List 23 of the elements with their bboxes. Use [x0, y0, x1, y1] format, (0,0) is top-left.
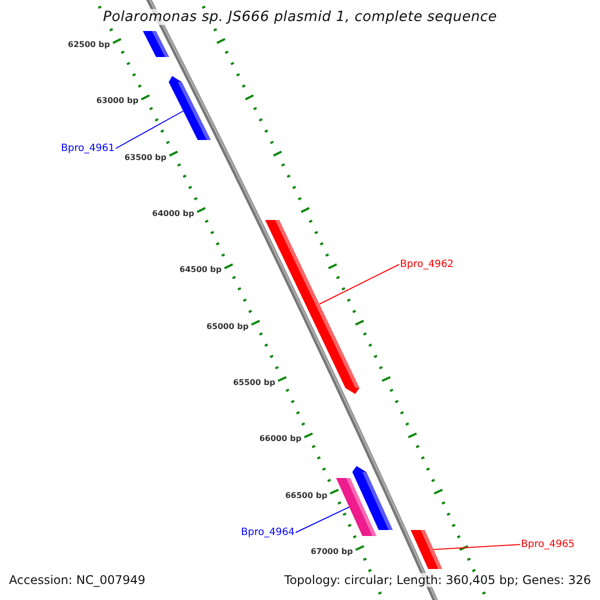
gene-feature: [265, 220, 360, 394]
gene-feature: [168, 76, 211, 140]
leader-line: [295, 506, 350, 533]
accession-text: Accession: NC_007949: [9, 573, 146, 587]
scale-label: 65500 bp: [233, 378, 276, 387]
scale-label: 67000 bp: [310, 547, 353, 556]
scale-label: 63000 bp: [96, 96, 138, 106]
gene-label: Bpro_4964: [241, 527, 295, 538]
gene-label: Bpro_4965: [521, 539, 575, 550]
title: Polaromonas sp. JS666 plasmid 1, complete sequence: [103, 9, 498, 25]
scale-label: 64500 bp: [180, 265, 222, 274]
leader-line: [432, 544, 520, 550]
leader-line: [115, 110, 184, 149]
gene-feature: [352, 466, 393, 530]
scale-label: 64000 bp: [152, 209, 194, 218]
scale-label: 62500 bp: [68, 40, 110, 49]
leader-line: [319, 264, 400, 304]
gene-feature: [142, 31, 170, 57]
scale-label: 66000 bp: [259, 434, 302, 444]
gene-feature: [410, 530, 442, 569]
summary-text: Topology: circular; Length: 360,405 bp; Genes: 326: [284, 573, 591, 587]
gene-label: Bpro_4962: [400, 259, 454, 270]
gene-label: Bpro_4961: [61, 143, 115, 154]
